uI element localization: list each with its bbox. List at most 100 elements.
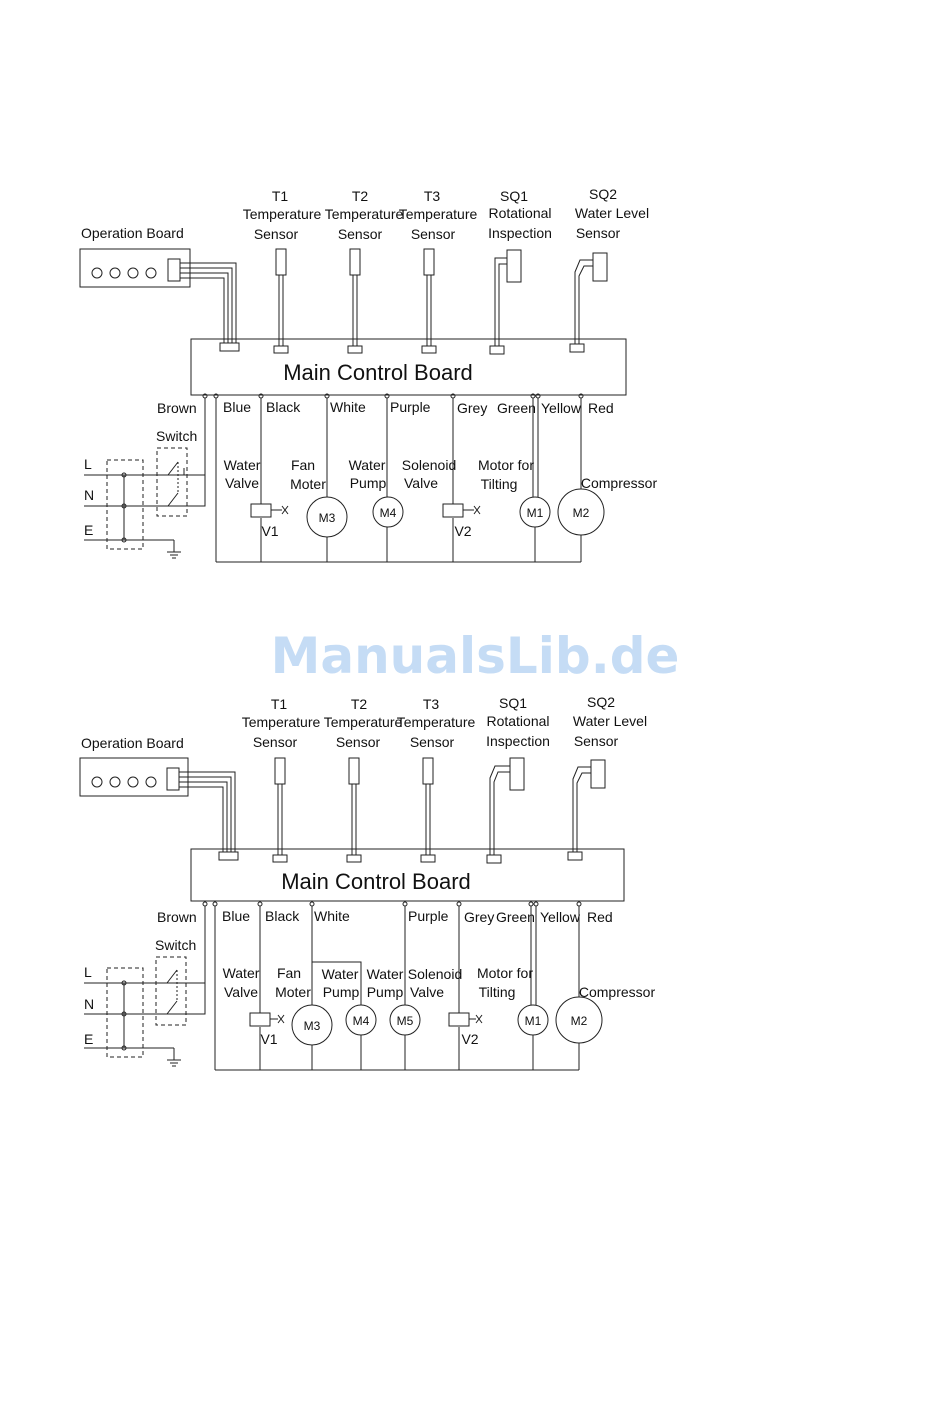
- load-label-water-valve-1: Water: [224, 457, 261, 473]
- sensor-labels: T1 Temperature Sensor T2 Temperature Sen…: [243, 186, 649, 242]
- m3-tag-2: M3: [304, 1019, 321, 1033]
- mains-l: L: [84, 456, 92, 472]
- wire-label-red-2: Red: [587, 909, 613, 925]
- water-pump-m4-icon-2: M4: [345, 1004, 377, 1036]
- load-label-pump-b-1: Water: [367, 966, 404, 982]
- load-label-water-valve-2-2: Valve: [224, 984, 258, 1000]
- sensor-sq1-line1: Rotational: [488, 205, 551, 221]
- sensor-t3-line2-2: Sensor: [410, 734, 455, 750]
- load-label-tilting-1: Motor for: [478, 457, 534, 473]
- mains-n: N: [84, 487, 94, 503]
- wire-label-blue-2: Blue: [222, 908, 250, 924]
- wire-label-purple-2: Purple: [408, 908, 449, 924]
- mains-e: E: [84, 522, 93, 538]
- sensor-t3-id-2: T3: [423, 696, 440, 712]
- m1-tag: M1: [527, 506, 544, 520]
- load-label-fan-1-2: Fan: [277, 965, 301, 981]
- water-level-sensor-sq2-2: [567, 759, 606, 861]
- fan-motor-m3-icon: M3: [306, 496, 348, 538]
- load-label-water-valve-2: Valve: [225, 475, 259, 491]
- m4-tag-2: M4: [353, 1014, 370, 1028]
- temperature-sensor-t3: [421, 248, 437, 354]
- wire-label-white: White: [330, 399, 366, 415]
- sensor-t3-line2: Sensor: [411, 226, 456, 242]
- load-label-pump-2: Pump: [350, 475, 387, 491]
- load-labels: Water Valve Fan Moter Water Pump Solenoi…: [224, 457, 658, 492]
- sensor-t2-id-2: T2: [351, 696, 368, 712]
- sensor-sq2-line2: Sensor: [576, 225, 621, 241]
- sensor-sq1-id-2: SQ1: [499, 695, 527, 711]
- rotational-inspection-sensor-sq1-2: [486, 757, 525, 864]
- compressor-m2-icon: M2: [557, 488, 605, 536]
- sensor-sq2-line1-2: Water Level: [573, 713, 647, 729]
- sensor-sq1-line2-2: Inspection: [486, 733, 550, 749]
- mains-l-2: L: [84, 964, 92, 980]
- wiring-diagram-1: Operation Board T1 Temperature Sensor T2…: [79, 186, 658, 563]
- operation-board-connector: [167, 258, 181, 282]
- load-label-tilting-2: Tilting: [481, 476, 518, 492]
- temperature-sensor-t1-2: [272, 757, 288, 863]
- load-label-solenoid-1-2: Solenoid: [408, 966, 463, 982]
- sensor-t1-id: T1: [272, 188, 289, 204]
- m5-tag: M5: [397, 1014, 414, 1028]
- load-label-fan-1: Fan: [291, 457, 315, 473]
- water-pump-m4-icon: M4: [372, 496, 404, 528]
- m3-tag: M3: [319, 511, 336, 525]
- operation-board-buttons: [91, 267, 157, 279]
- main-control-board: [190, 338, 627, 396]
- rotational-inspection-sensor-sq1: [489, 249, 522, 355]
- mains-n-2: N: [84, 996, 94, 1012]
- wire-label-blue: Blue: [223, 399, 251, 415]
- sensor-t2-line2-2: Sensor: [336, 734, 381, 750]
- sensor-sq1-id: SQ1: [500, 188, 528, 204]
- load-label-fan-2-2: Moter: [275, 984, 311, 1000]
- wire-label-white-2: White: [314, 908, 350, 924]
- load-label-solenoid-1: Solenoid: [402, 457, 457, 473]
- main-control-board-label: Main Control Board: [283, 360, 473, 385]
- load-label-pump-b-2: Pump: [367, 984, 404, 1000]
- solenoid-valve-v2-icon: V2: [442, 503, 481, 539]
- watermark: ManualsLib.de: [271, 627, 680, 685]
- wire-label-black: Black: [266, 399, 301, 415]
- load-wiring-2: [183, 906, 580, 1071]
- water-level-sensor-sq2: [569, 252, 608, 353]
- load-label-pump-a-2: Pump: [323, 984, 360, 1000]
- solenoid-valve-v2-icon-2: V2: [448, 1012, 483, 1047]
- temperature-sensor-t2: [347, 248, 363, 354]
- load-label-solenoid-2: Valve: [404, 475, 438, 491]
- mains-e-2: E: [84, 1031, 93, 1047]
- wire-label-red: Red: [588, 400, 614, 416]
- sensor-sq2-id: SQ2: [589, 186, 617, 202]
- wire-color-labels-2: Brown Blue Black White Purple Grey Green…: [157, 908, 613, 925]
- wiring-diagram-2: Operation Board T1 Temperature Sensor T2…: [79, 694, 656, 1071]
- sensor-labels-2: T1 Temperature Sensor T2 Temperature Sen…: [242, 694, 647, 750]
- load-label-tilting-2-2: Tilting: [479, 984, 516, 1000]
- fan-motor-m3-icon-2: M3: [291, 1004, 333, 1046]
- sensor-t2-line1: Temperature: [325, 206, 404, 222]
- m2-tag: M2: [573, 506, 590, 520]
- load-label-compressor: Compressor: [581, 475, 658, 491]
- wire-label-brown: Brown: [157, 400, 197, 416]
- temperature-sensor-t2-2: [346, 757, 362, 863]
- sensor-t1-line1-2: Temperature: [242, 714, 321, 730]
- sensor-t1-line2-2: Sensor: [253, 734, 298, 750]
- v2-tag-2: V2: [461, 1031, 478, 1047]
- load-label-water-valve-1-2: Water: [223, 965, 260, 981]
- load-label-pump-a-1: Water: [322, 966, 359, 982]
- sensor-t2-line2: Sensor: [338, 226, 383, 242]
- main-control-board-label-2: Main Control Board: [281, 869, 471, 894]
- sensor-t3-id: T3: [424, 188, 441, 204]
- wire-label-green-2: Green: [496, 909, 535, 925]
- water-valve-v1-icon: V1: [250, 503, 289, 539]
- wire-label-yellow: Yellow: [541, 400, 582, 416]
- switch-label-2: Switch: [155, 937, 196, 953]
- load-label-compressor-2: Compressor: [579, 984, 656, 1000]
- water-pump-m5-icon: M5: [389, 1004, 421, 1036]
- wire-label-black-2: Black: [265, 908, 300, 924]
- wire-label-brown-2: Brown: [157, 909, 197, 925]
- load-wiring: [184, 398, 582, 563]
- load-label-solenoid-2-2: Valve: [410, 984, 444, 1000]
- sensor-t2-id: T2: [352, 188, 369, 204]
